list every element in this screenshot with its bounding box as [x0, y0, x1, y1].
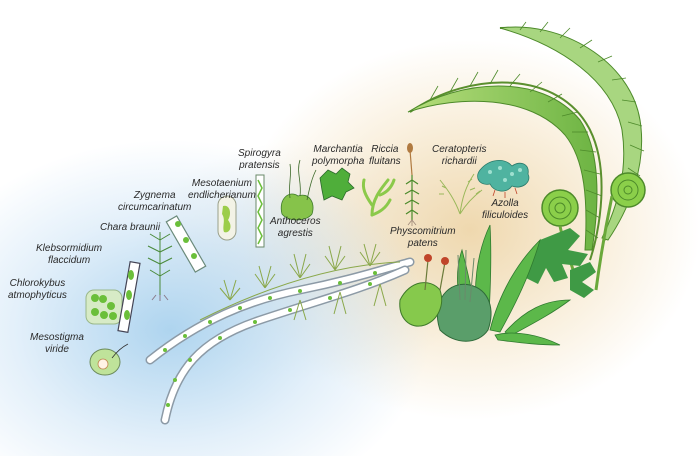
mesotaenium-icon [217, 195, 237, 241]
thalloid-plant-icon [399, 249, 492, 342]
label-spirogyra: Spirogyra pratensis [238, 148, 281, 171]
label-klebsormidium: Klebsormidium flaccidum [36, 243, 103, 266]
zygnema-icon [165, 215, 207, 273]
spirogyra-icon [255, 174, 265, 248]
chara-whorl-icon [199, 243, 401, 321]
ceratopteris-icon [439, 173, 483, 215]
label-riccia: Riccia fluitans [369, 144, 401, 167]
azolla-icon [477, 160, 530, 198]
klebsormidium-icon [117, 260, 141, 334]
chara-braunii-icon [147, 232, 173, 301]
fern-frond-icon [407, 21, 646, 291]
anthoceros-icon [280, 159, 317, 221]
chlorokybus-icon [85, 289, 123, 325]
label-anthoceros: Anthoceros agrestis [270, 216, 321, 239]
label-chara: Chara braunii [100, 222, 161, 233]
label-physcomitrium: Physcomitrium patens [390, 226, 456, 249]
riccia-icon [361, 178, 396, 217]
label-azolla: Azolla filiculoides [482, 198, 529, 221]
label-chlorokybus: Chlorokybus atmophyticus [8, 278, 67, 301]
label-mesostigma: Mesostigma viride [30, 332, 84, 355]
mesostigma-icon [89, 343, 129, 376]
marchantia-icon [319, 167, 355, 201]
label-zygnema: Zygnema circumcarinatum [118, 190, 192, 213]
physcomitrium-icon [404, 143, 420, 226]
label-mesotaenium: Mesotaenium endlicherianum [188, 178, 256, 201]
lycophyte-icon [526, 228, 596, 298]
label-ceratopteris: Ceratopteris richardii [432, 144, 487, 167]
label-marchantia: Marchantia polymorpha [312, 144, 365, 167]
algal-filament-icon [145, 257, 415, 425]
